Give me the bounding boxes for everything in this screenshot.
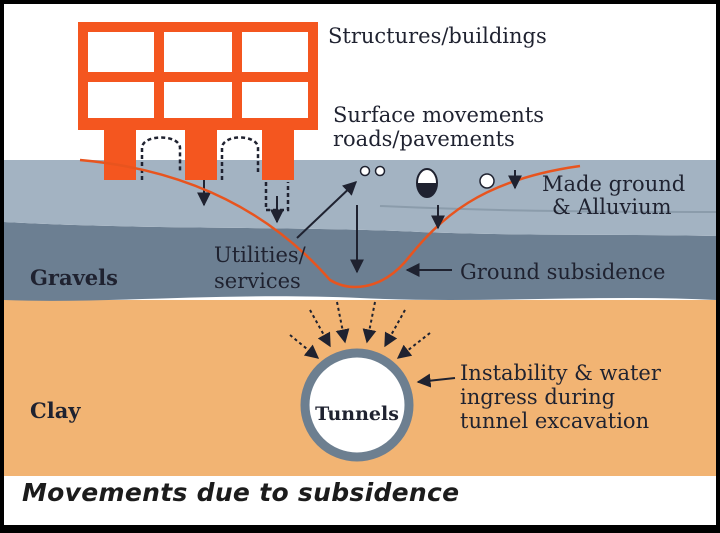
tunnel-inflow-arrows	[289, 301, 431, 359]
instability-pointer-arrow	[416, 373, 456, 388]
made-ground-layer	[4, 160, 716, 236]
surface-movements-label: Surface movements	[333, 103, 544, 127]
tunnels-label: Tunnels	[315, 403, 399, 425]
surface-objects	[359, 165, 495, 198]
building	[78, 22, 318, 180]
roads-pavements-label: roads/pavements	[333, 127, 515, 151]
instability-label-line3: tunnel excavation	[460, 409, 649, 433]
ground-movement-arrows	[350, 170, 522, 274]
diagram-caption: Movements due to subsidence	[22, 478, 460, 507]
tunnel-ring	[300, 348, 414, 462]
made-ground-label: Made ground	[542, 172, 685, 196]
structures-label: Structures/buildings	[328, 24, 547, 48]
made-ground-boundary	[379, 205, 717, 213]
utilities-pointer-arrow	[296, 181, 358, 239]
settlement-arrows	[197, 180, 284, 224]
subsidence-curve	[79, 158, 581, 289]
instability-label-line1: Instability & water	[460, 361, 662, 385]
gravels-label: Gravels	[30, 265, 118, 290]
instability-label-line2: ingress during	[460, 385, 615, 409]
utilities-label: Utilities/	[214, 243, 307, 267]
clay-label: Clay	[30, 398, 81, 423]
services-label: services	[214, 269, 301, 293]
ground-subsidence-label: Ground subsidence	[460, 260, 665, 284]
alluvium-label: & Alluvium	[552, 195, 672, 219]
